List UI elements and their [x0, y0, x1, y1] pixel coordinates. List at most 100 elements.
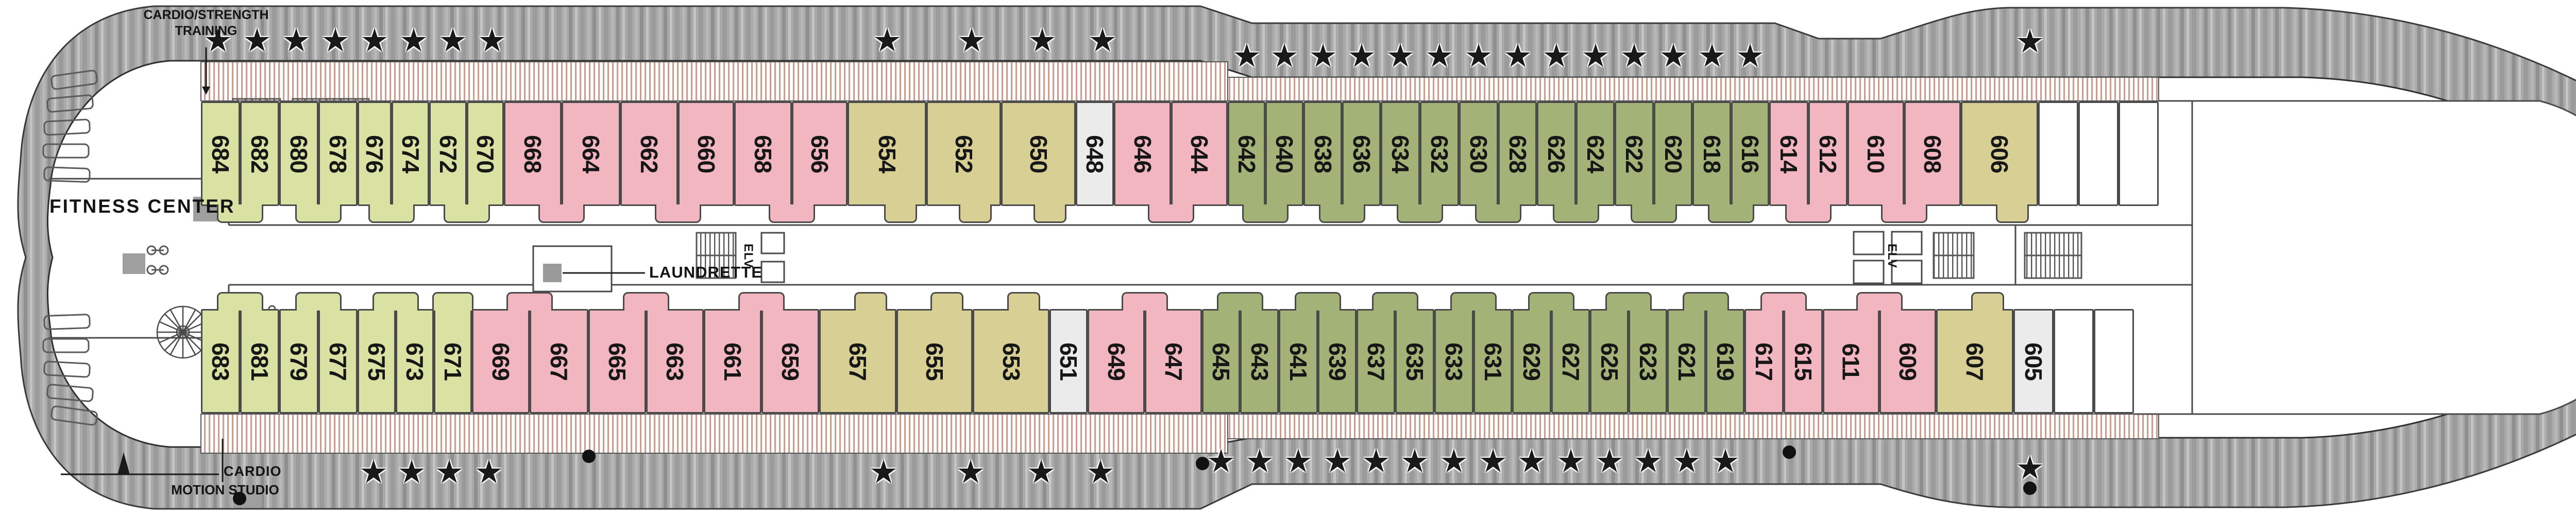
cabin-680: 680 — [279, 101, 318, 206]
star-icon: ★ — [438, 21, 467, 59]
balcony-notch — [1785, 204, 1832, 223]
star-icon: ★ — [1479, 442, 1507, 480]
star-icon: ★ — [1595, 442, 1624, 480]
balcony-notch — [506, 292, 553, 311]
cabin-number: 606 — [1986, 134, 2013, 173]
star-icon: ★ — [1503, 37, 1532, 75]
cabin-number: 647 — [1160, 342, 1187, 381]
cabin-623: 623 — [1629, 309, 1667, 414]
cabin-610: 610 — [1848, 101, 1904, 206]
cabin-662: 662 — [620, 101, 678, 206]
cabin-number: 628 — [1504, 134, 1531, 173]
cabin-number: 632 — [1426, 134, 1453, 173]
cabin-number: 670 — [472, 134, 499, 173]
cabin-number: 651 — [1055, 342, 1082, 381]
cabin-number: 664 — [578, 134, 604, 173]
balcony-notch — [1528, 292, 1574, 311]
star-icon: ★ — [1698, 37, 1726, 75]
cabin-number: 676 — [361, 134, 388, 173]
balcony-notch — [1295, 292, 1341, 311]
cabin-number: 675 — [363, 342, 390, 381]
cabin-675: 675 — [358, 309, 396, 414]
cabin-number: 627 — [1557, 342, 1584, 381]
star-icon: ★ — [1517, 442, 1546, 480]
cabin-646: 646 — [1114, 101, 1171, 206]
cabin-number: 679 — [285, 342, 312, 381]
cabin-number: 620 — [1659, 134, 1687, 173]
cabin-number: 662 — [636, 134, 663, 173]
cabin-number: 641 — [1285, 342, 1312, 381]
cabin-640: 640 — [1265, 101, 1303, 206]
star-icon: ★ — [360, 21, 389, 59]
cabin-number: 629 — [1518, 342, 1545, 381]
elevator-label-left: ELV — [741, 244, 755, 268]
cabin-641: 641 — [1279, 309, 1318, 414]
cabin-number: 683 — [207, 342, 234, 381]
cabin-number: 616 — [1737, 134, 1764, 173]
balcony-notch — [1881, 204, 1927, 223]
cabin-number: 652 — [950, 134, 977, 173]
cabin-609: 609 — [1879, 309, 1936, 414]
cabin-679: 679 — [279, 309, 318, 414]
cabin-643: 643 — [1240, 309, 1279, 414]
stairs-icons — [696, 232, 2082, 279]
cardio-strength-label: CARDIO/STRENGTH TRAINING — [143, 8, 269, 38]
star-icon: ★ — [359, 453, 388, 491]
cabin-667: 667 — [530, 309, 588, 414]
cabin-number: 646 — [1129, 134, 1156, 173]
cabin-672: 672 — [429, 101, 467, 206]
cabin-number: 610 — [1862, 134, 1889, 173]
balcony-notch — [738, 292, 785, 311]
star-icon: ★ — [282, 21, 311, 59]
cabin-622: 622 — [1615, 101, 1654, 206]
cabin-676: 676 — [358, 101, 392, 206]
cabin-number: 618 — [1698, 134, 1725, 173]
balcony-notch — [959, 204, 992, 223]
cabin-number: 665 — [604, 342, 631, 381]
cabin-684: 684 — [201, 101, 240, 206]
cabin-number: 645 — [1208, 342, 1234, 381]
star-icon: ★ — [399, 21, 428, 59]
balcony-notch — [1631, 204, 1677, 223]
balcony-notch — [1971, 292, 2004, 311]
balcony-notch — [444, 204, 490, 223]
cabin-642: 642 — [1228, 101, 1265, 206]
cabin-627: 627 — [1551, 309, 1590, 414]
cabin-number: 626 — [1543, 134, 1570, 173]
star-icon: ★ — [1270, 37, 1299, 75]
cabin-number: 648 — [1081, 134, 1108, 173]
cabin-665: 665 — [588, 309, 646, 414]
star-icon: ★ — [1542, 37, 1571, 75]
cabin-660: 660 — [678, 101, 734, 206]
balcony-notch — [1605, 292, 1652, 311]
star-icon: ★ — [2015, 449, 2044, 487]
star-icon: ★ — [1439, 442, 1468, 480]
cabin-648: 648 — [1076, 101, 1114, 206]
cabin-number: 624 — [1582, 134, 1609, 173]
balcony-notch — [1242, 204, 1289, 223]
cabin-678: 678 — [318, 101, 358, 206]
cabin-636: 636 — [1342, 101, 1381, 206]
cabin-number: 668 — [519, 134, 546, 173]
cabin-616: 616 — [1731, 101, 1769, 206]
cabin-606: 606 — [1961, 101, 2038, 206]
cabin-670: 670 — [467, 101, 504, 206]
balcony-notch — [217, 292, 263, 311]
cabin-661: 661 — [704, 309, 761, 414]
cabin-number: 638 — [1309, 134, 1336, 173]
cabin-number: 684 — [207, 134, 234, 173]
cabin-656: 656 — [792, 101, 848, 206]
cabin-612: 612 — [1808, 101, 1848, 206]
cabin-659: 659 — [761, 309, 819, 414]
davit-marker — [233, 492, 246, 505]
cabin-674: 674 — [392, 101, 429, 206]
cabin-number: 661 — [719, 342, 746, 381]
cabin-number: 663 — [662, 342, 688, 381]
cabin-number: 623 — [1634, 342, 1662, 381]
cabin-number: 673 — [401, 342, 428, 381]
cabin-number: 660 — [692, 134, 720, 173]
cabin-number: 637 — [1362, 342, 1389, 381]
cabin-632: 632 — [1420, 101, 1459, 206]
cabin-605: 605 — [2013, 309, 2054, 414]
